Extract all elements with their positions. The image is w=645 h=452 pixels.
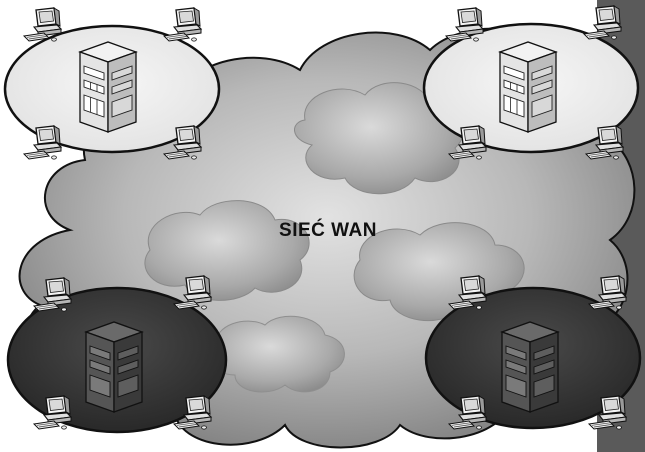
- wan-label: SIEĆ WAN: [279, 219, 377, 241]
- lan-top-right: [422, 5, 640, 160]
- lan-top-left: [3, 7, 221, 160]
- lan-bottom-left: [6, 275, 228, 434]
- office-building-icon: [79, 41, 137, 133]
- office-building-icon: [499, 41, 557, 133]
- office-building-icon: [85, 321, 143, 413]
- desktop-computer-icon: [23, 125, 62, 160]
- lan-bottom-right: [424, 275, 642, 430]
- office-building-icon: [501, 321, 559, 413]
- desktop-computer-icon: [163, 7, 202, 42]
